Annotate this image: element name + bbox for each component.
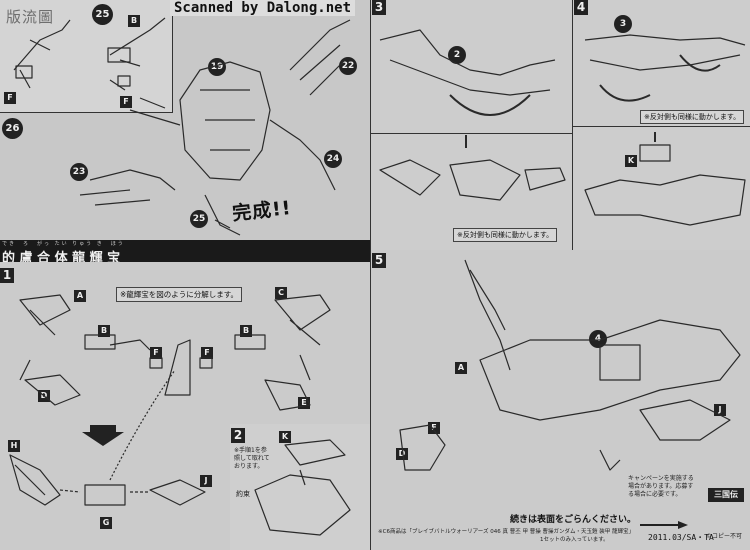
footer-credit: ※C6商品は「ブレイブバトルウォーリアーズ 046 真 曹丕 甲 曹操 曹操ガン… [378, 529, 634, 535]
substep-4-callout: 4 [589, 330, 607, 348]
step-25-number: 25 [92, 4, 113, 25]
step-2-panel [230, 424, 371, 550]
step-4-art [584, 34, 746, 226]
callout-23: 23 [70, 163, 88, 181]
campaign-note: キャンペーンを実施する場合があります。応募する場合に必要です。 [628, 475, 694, 498]
step-2-number: 2 [231, 428, 245, 443]
bottom-left-panel [0, 424, 231, 550]
continue-arrow [640, 514, 688, 529]
part-d-tag-2: D [396, 448, 408, 460]
step-5-art [399, 259, 741, 471]
wing-parts [9, 369, 206, 506]
step-3-number: 3 [372, 0, 386, 15]
part-k-tag-2: K [625, 155, 637, 167]
footer-detail: 1セットのみ入っています。 [540, 537, 609, 543]
step-3-art [379, 29, 566, 201]
product-badge: 三国伝 [708, 488, 744, 502]
callout-19: 19 [208, 58, 226, 76]
part-g-tag: G [100, 517, 112, 529]
part-f-tag-5: F [428, 422, 440, 434]
step-4-panel [572, 0, 750, 251]
step-3-divider [370, 133, 572, 134]
part-a-tag-2: A [455, 362, 467, 374]
disassembly-parts [19, 294, 331, 411]
part-a-tag: A [74, 290, 86, 302]
part-h-tag: H [8, 440, 20, 452]
substep-2-callout: 2 [448, 46, 466, 64]
part-b-tag-3: B [240, 325, 252, 337]
part-b-tag-1: B [128, 15, 140, 27]
step-1-number: 1 [0, 268, 14, 283]
step-5-number: 5 [372, 253, 386, 268]
part-f-tag-2: F [120, 96, 132, 108]
part-f-tag-3: F [150, 347, 162, 359]
assembled-figure [79, 19, 351, 236]
continue-note: 続きは表面をごらんください。 [510, 515, 637, 525]
watermark-text: 版流圖 [6, 8, 55, 26]
step-26-number: 26 [2, 118, 23, 139]
section-title-ruby: でき ろ がっ たい りゅう き ほう [2, 241, 125, 247]
step-4-number: 4 [574, 0, 588, 15]
step-2-art [254, 439, 351, 536]
inset-part-left [13, 19, 71, 89]
right-arrow-icon [640, 521, 688, 529]
hand-note-label: 約束 [236, 490, 250, 498]
mirror-note-step4: ※反対側も同様に動かします。 [640, 110, 745, 124]
hand-note: ※手順1を参照して取れております。 [234, 447, 270, 470]
callout-24: 24 [324, 150, 342, 168]
copyright: ©コピー不可 [706, 533, 743, 540]
section-title-bar [0, 240, 370, 262]
substep-3-callout: 3 [614, 15, 632, 33]
step-5-panel [370, 250, 750, 550]
step-3-panel [370, 0, 574, 251]
inset-part-25 [107, 17, 166, 91]
part-f-tag-1: F [4, 92, 16, 104]
part-k-tag-1: K [279, 431, 291, 443]
down-arrow-icon [82, 425, 124, 446]
mirror-note-step3: ※反対側も同様に動かします。 [453, 228, 558, 242]
part-b-tag-2: B [98, 325, 110, 337]
step-4-divider [572, 126, 750, 127]
part-j-tag-1: J [200, 475, 212, 487]
disassemble-note: ※龍輝宝を図のように分解します。 [116, 287, 243, 302]
part-f-tag-4: F [201, 347, 213, 359]
callout-25: 25 [190, 210, 208, 228]
sheet-code: 2011.03/SA・TA [648, 533, 714, 542]
part-c-tag: C [275, 287, 287, 299]
scanner-credit: Scanned by Dalong.net [170, 0, 356, 16]
